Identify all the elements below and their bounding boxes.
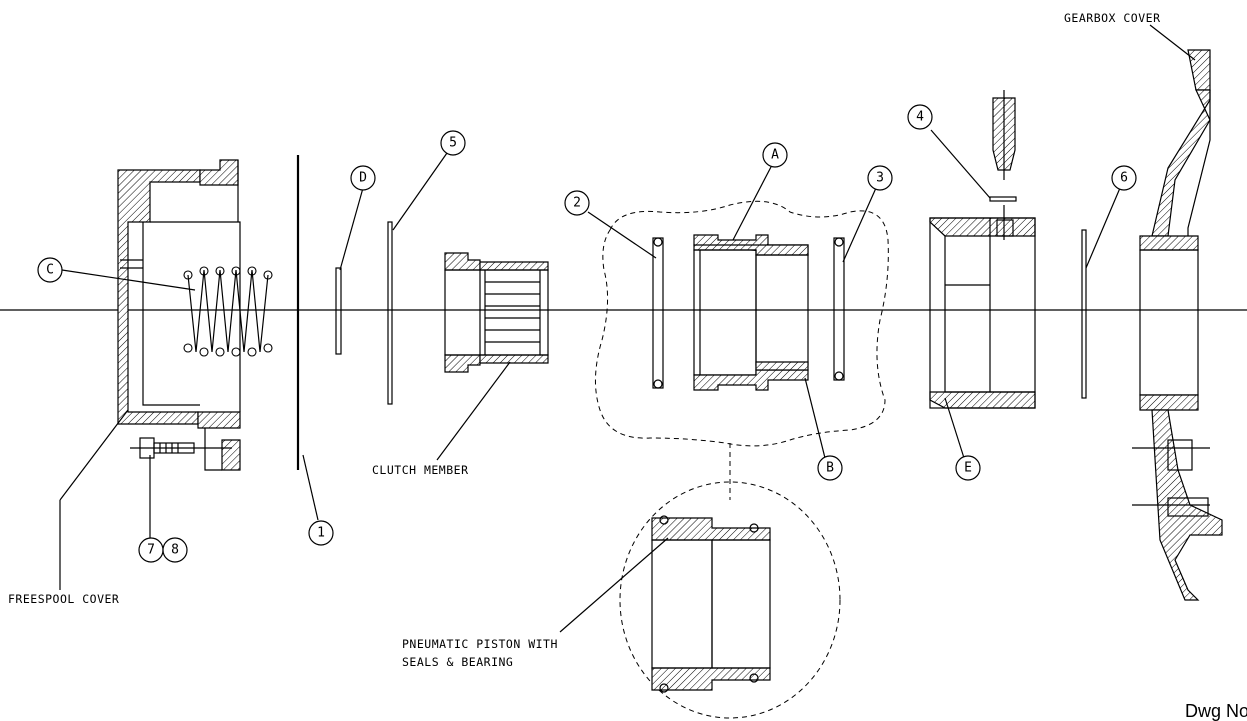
piston-group-boundary <box>594 200 889 447</box>
balloon-3-label: 3 <box>876 171 884 186</box>
balloon-4: 4 <box>907 104 933 130</box>
spring-coil-ends <box>183 266 273 357</box>
balloon-a-label: A <box>771 148 779 163</box>
balloon-2: 2 <box>564 190 590 216</box>
balloon-5-label: 5 <box>449 136 457 151</box>
freespool-cover-part <box>117 159 241 471</box>
piston-a-part <box>693 234 809 391</box>
balloon-3: 3 <box>867 165 893 191</box>
ring-d-part <box>335 267 342 355</box>
drawing-number-label: Dwg No <box>1185 701 1247 721</box>
gearbox-cover-label: GEARBOX COVER <box>1064 11 1161 25</box>
balloon-4-label: 4 <box>916 110 924 125</box>
balloon-1-label: 1 <box>317 526 325 541</box>
balloon-8-label: 8 <box>171 543 179 558</box>
balloon-1: 1 <box>308 520 334 546</box>
balloon-e-label: E <box>964 461 972 476</box>
balloon-d-label: D <box>359 171 367 186</box>
o-ring-3-part <box>833 237 845 381</box>
balloon-8: 8 <box>162 537 188 563</box>
o-ring-2-part <box>652 237 664 389</box>
clutch-member-label: CLUTCH MEMBER <box>372 463 469 477</box>
balloon-d: D <box>350 165 376 191</box>
clutch-member-part <box>444 252 549 373</box>
balloon-c: C <box>37 257 63 283</box>
balloon-c-label: C <box>46 263 54 278</box>
balloon-b-label: B <box>826 461 834 476</box>
balloon-5: 5 <box>440 130 466 156</box>
balloon-6-label: 6 <box>1120 171 1128 186</box>
balloon-6: 6 <box>1111 165 1137 191</box>
piston-detail-circle <box>619 481 841 719</box>
balloon-7-label: 7 <box>147 543 155 558</box>
balloon-e: E <box>955 455 981 481</box>
housing-e-part <box>929 217 1036 409</box>
balloon-2-label: 2 <box>573 196 581 211</box>
piston-label-line1: PNEUMATIC PISTON WITH <box>402 637 558 651</box>
leader-lines <box>59 24 1196 633</box>
spring-c-part <box>187 269 269 353</box>
freespool-cover-label: FREESPOOL COVER <box>8 592 119 606</box>
balloon-a: A <box>762 142 788 168</box>
plate-5-part <box>387 221 393 405</box>
fitting-4-part <box>989 90 1017 240</box>
bolt-7-8-part <box>130 437 232 459</box>
balloon-7: 7 <box>138 537 164 563</box>
gearbox-cover-part <box>1132 49 1223 601</box>
balloon-b: B <box>817 455 843 481</box>
piston-detail-part <box>651 515 771 693</box>
piston-label-line2: SEALS & BEARING <box>402 655 513 669</box>
plate-6-part <box>1081 229 1087 399</box>
